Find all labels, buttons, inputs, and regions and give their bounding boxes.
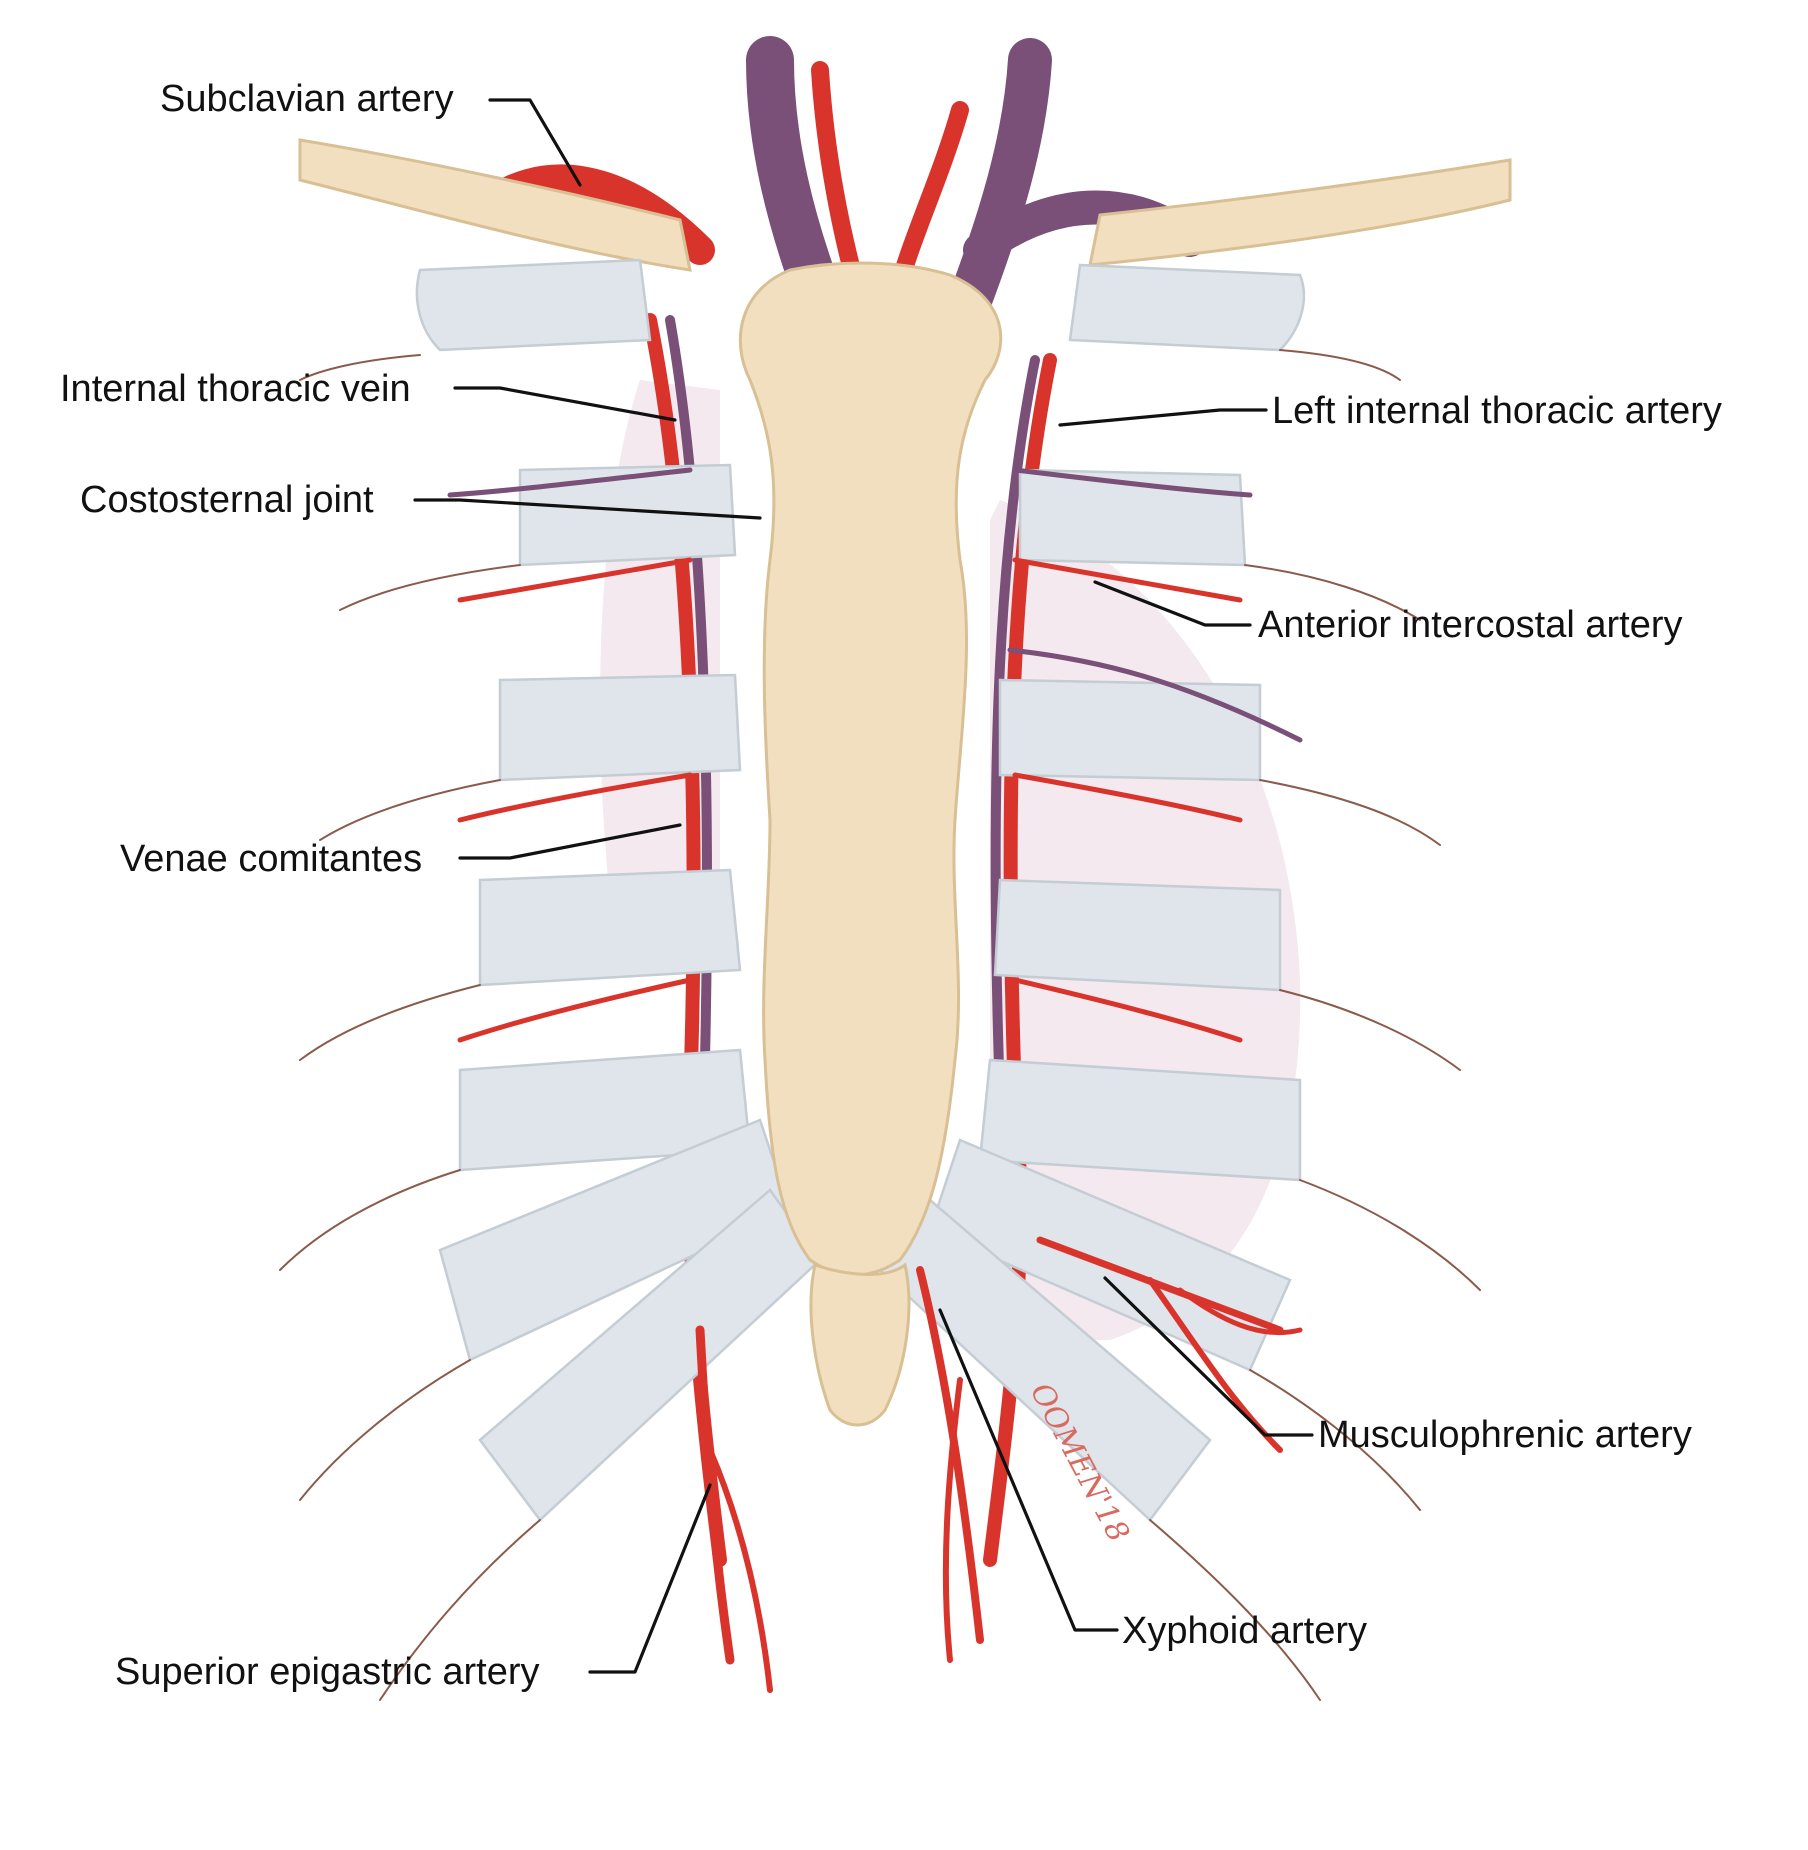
ribs-right-side [878, 263, 1306, 1522]
xiphoid-process [809, 1262, 911, 1427]
xyphoid-artery-branch [916, 1266, 984, 1644]
right-clavicle [298, 138, 692, 272]
label-subclavian-artery: Subclavian artery [160, 78, 454, 120]
label-costosternal-joint: Costosternal joint [80, 479, 374, 521]
leader-internal-thoracic-vein [453, 386, 677, 422]
musculophrenic-branch-2 [1177, 1287, 1303, 1336]
leader-superior-epigastric [588, 1483, 712, 1674]
leader-left-internal-thoracic [1058, 408, 1268, 427]
ribs-left-side [415, 258, 822, 1522]
superior-epigastric-branch [695, 1325, 735, 1665]
label-left-internal-thoracic-artery: Left internal thoracic artery [1272, 390, 1722, 432]
left-clavicle [1088, 158, 1512, 267]
sternum [738, 261, 1003, 1277]
musculophrenic-branch [1036, 1236, 1284, 1334]
label-musculophrenic-artery: Musculophrenic artery [1318, 1414, 1692, 1456]
xyphoid-artery-branch-2 [942, 1377, 963, 1663]
leader-musculophrenic [1103, 1276, 1314, 1437]
great-vessel-vein-right [948, 38, 1052, 322]
label-internal-thoracic-vein: Internal thoracic vein [60, 368, 411, 410]
label-xyphoid-artery: Xyphoid artery [1122, 1610, 1368, 1652]
great-vessel-vein [746, 36, 844, 324]
leader-anterior-intercostal [1093, 580, 1252, 627]
leader-xyphoid [938, 1308, 1119, 1632]
superior-epigastric-branch-2 [707, 1447, 773, 1693]
label-anterior-intercostal-artery: Anterior intercostal artery [1258, 604, 1683, 646]
intercostal-vessels [447, 467, 1303, 1043]
label-venae-comitantes: Venae comitantes [120, 838, 423, 880]
rib-outlines [279, 349, 1481, 1701]
leader-costosternal-joint [413, 498, 762, 520]
leader-subclavian [488, 98, 582, 187]
leader-venae-comitantes [458, 823, 682, 860]
leader-lines [413, 98, 1314, 1674]
label-superior-epigastric-artery: Superior epigastric artery [115, 1651, 540, 1693]
